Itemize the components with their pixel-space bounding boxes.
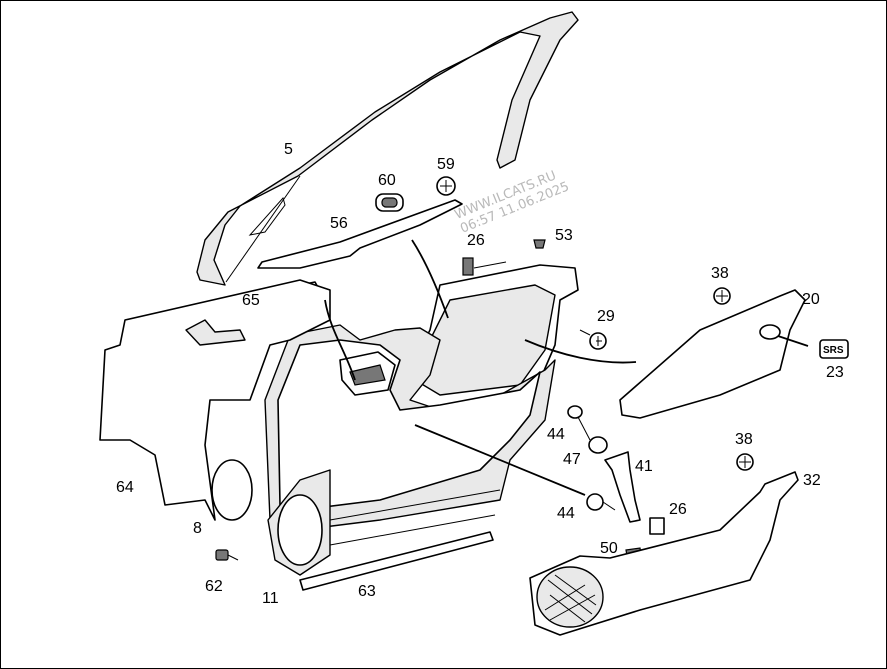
callout-44-lower: 44 <box>557 505 575 522</box>
callout-59: 59 <box>437 156 455 173</box>
callout-41: 41 <box>635 458 653 475</box>
callout-56: 56 <box>330 215 348 232</box>
callout-26-lower: 26 <box>669 501 687 518</box>
callout-53: 53 <box>555 227 573 244</box>
screw-44-lower <box>586 493 616 511</box>
callout-32: 32 <box>803 472 821 489</box>
callouts: 5 60 59 56 26 53 38 20 65 29 23 44 38 47… <box>116 141 844 607</box>
bracket-41 <box>604 451 641 523</box>
callout-23: 23 <box>826 364 844 381</box>
callout-64: 64 <box>116 479 134 496</box>
trim-20 <box>619 289 806 419</box>
callout-26-top: 26 <box>467 232 485 249</box>
callout-8: 8 <box>193 520 202 537</box>
clip-29 <box>579 329 607 350</box>
callout-38-lower: 38 <box>735 431 753 448</box>
arrow-56 <box>411 239 449 319</box>
window-frame-part <box>196 11 579 286</box>
washer-47 <box>588 436 608 454</box>
clip-38-upper <box>713 287 731 305</box>
callout-29: 29 <box>597 308 615 325</box>
seal-strip-63 <box>299 531 494 591</box>
callout-47: 47 <box>563 451 581 468</box>
callout-20: 20 <box>802 291 820 308</box>
callout-65: 65 <box>242 292 260 309</box>
clip-59 <box>436 176 456 196</box>
callout-63: 63 <box>358 583 376 600</box>
arrow-65 <box>324 299 356 381</box>
callout-50: 50 <box>600 540 618 557</box>
handle-recess <box>339 351 396 396</box>
arrow-23 <box>777 335 809 347</box>
lower-trim-32 <box>529 471 799 636</box>
plug-53 <box>533 239 546 249</box>
insulation-sheet-64 <box>99 279 331 521</box>
callout-38-upper: 38 <box>711 265 729 282</box>
callout-60: 60 <box>378 172 396 189</box>
button-60 <box>375 193 404 212</box>
clip-26-lower <box>649 517 665 535</box>
clip-26-top <box>462 257 507 276</box>
watermark: WWW.ILCATS.RU 06:57 11.06.2025 <box>453 168 572 236</box>
arrow-44 <box>414 424 586 496</box>
callout-62: 62 <box>205 578 223 595</box>
screw-44-upper <box>567 405 591 441</box>
arrow-20 <box>524 339 637 364</box>
srs-label: SRS <box>823 345 844 356</box>
callout-44-upper: 44 <box>547 426 565 443</box>
callout-11: 11 <box>262 590 279 607</box>
sill-strip-56 <box>257 199 463 269</box>
callout-5: 5 <box>284 141 293 158</box>
clip-38-lower <box>736 453 754 471</box>
srs-plug-23: SRS <box>819 339 849 359</box>
screw-62 <box>215 549 239 561</box>
